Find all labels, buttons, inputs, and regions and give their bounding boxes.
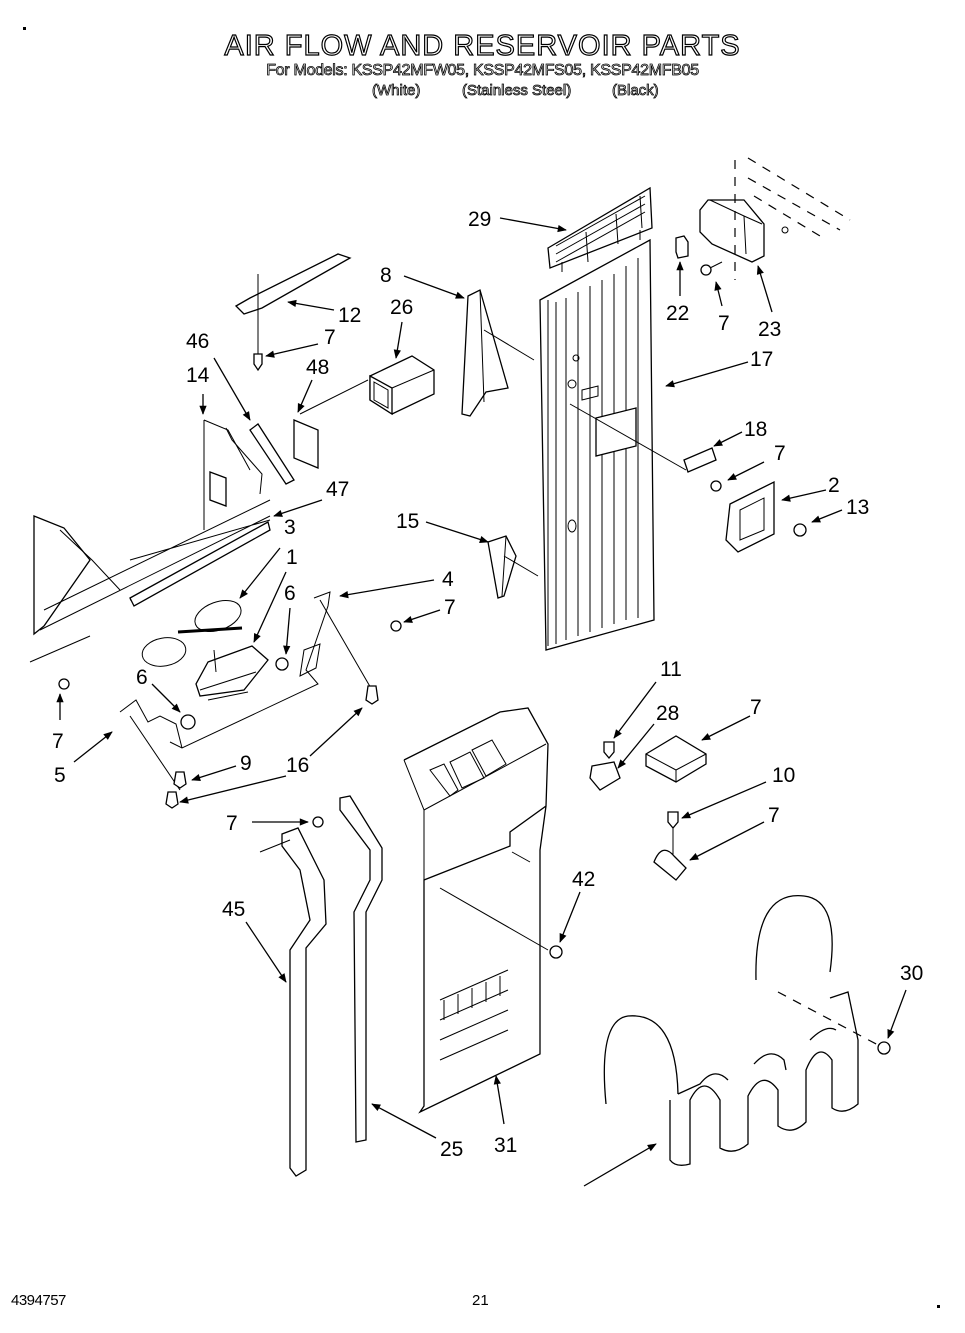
screw-7-clamp-11[interactable] bbox=[603, 741, 615, 760]
callout-42: 45 bbox=[222, 898, 245, 921]
part-baffle-8[interactable] bbox=[461, 289, 535, 417]
callout-25: 31 bbox=[494, 1134, 517, 1157]
callout-10: 7 bbox=[768, 804, 780, 827]
part-clamp-10[interactable] bbox=[653, 849, 687, 881]
callout-17: 17 bbox=[750, 348, 773, 371]
callout-18: 18 bbox=[744, 418, 767, 441]
part-panel-17[interactable] bbox=[539, 238, 655, 651]
part-rail-47[interactable] bbox=[29, 499, 271, 663]
part-bracket-5[interactable] bbox=[119, 699, 183, 791]
callout-16: 16 bbox=[286, 754, 309, 777]
registration-mark bbox=[937, 1305, 940, 1308]
page-number: 21 bbox=[472, 1292, 489, 1309]
part-fan-motor-1[interactable] bbox=[195, 645, 269, 701]
callout-2: 2 bbox=[828, 474, 840, 497]
grommet-6-upper[interactable] bbox=[275, 657, 289, 671]
callout-9: 9 bbox=[240, 752, 252, 775]
models-line: For Models: KSSP42MFW05, KSSP42MFS05, KS… bbox=[266, 62, 700, 80]
callout-8: 8 bbox=[380, 264, 392, 287]
callout-31: 30 bbox=[900, 962, 923, 985]
part-cover-25[interactable] bbox=[403, 707, 549, 1114]
screw-7-clamp-10[interactable] bbox=[667, 811, 679, 860]
callout-22: 22 bbox=[666, 302, 689, 325]
callout-7: 7 bbox=[718, 312, 730, 335]
screw-9[interactable] bbox=[173, 771, 187, 789]
part-bezel-2[interactable] bbox=[725, 480, 775, 553]
callout-26: 26 bbox=[390, 296, 413, 319]
part-fan-blade-3[interactable] bbox=[140, 595, 245, 670]
callout-45: 25 bbox=[440, 1138, 463, 1161]
callout-7: 7 bbox=[226, 812, 238, 835]
callout-14: 14 bbox=[186, 364, 210, 387]
screw-7-bracket-42[interactable] bbox=[312, 816, 324, 828]
callout-7: 7 bbox=[52, 730, 64, 753]
callout-27: 42 bbox=[572, 868, 595, 891]
callout-11: 28 bbox=[656, 702, 679, 725]
part-baffle-15[interactable] bbox=[487, 535, 539, 599]
callout-13: 13 bbox=[846, 496, 869, 519]
part-block-22[interactable] bbox=[675, 235, 689, 259]
part-clamp-11[interactable] bbox=[589, 761, 621, 791]
part-block-28[interactable] bbox=[645, 735, 707, 783]
page-title: AIR FLOW AND RESERVOIR PARTS bbox=[224, 29, 741, 62]
callout-23: 23 bbox=[758, 318, 781, 341]
part-strip-46[interactable] bbox=[249, 423, 295, 485]
screw-27[interactable] bbox=[549, 945, 563, 959]
part-pad-48[interactable] bbox=[293, 419, 319, 469]
variant-black: (Black) bbox=[612, 82, 659, 100]
callout-15: 15 bbox=[396, 510, 419, 533]
leader-lines bbox=[56, 217, 907, 1187]
callout-7: 10 bbox=[772, 764, 795, 787]
registration-mark bbox=[23, 27, 26, 30]
callout-7: 11 bbox=[660, 658, 682, 681]
part-housing-23[interactable] bbox=[699, 157, 851, 280]
callout-7: 7 bbox=[324, 326, 336, 349]
callout-12: 12 bbox=[338, 304, 361, 327]
screw-7-top-right[interactable] bbox=[700, 261, 723, 276]
part-strip-45[interactable] bbox=[339, 795, 383, 1143]
part-shroud-14[interactable] bbox=[203, 419, 263, 530]
callout-7: 7 bbox=[444, 596, 456, 619]
callout-1: 1 bbox=[286, 546, 298, 569]
screw-31[interactable] bbox=[877, 1041, 891, 1055]
callout-labels: 29 22 7 23 8 12 26 46 7 48 14 17 18 7 2 … bbox=[52, 208, 923, 1161]
part-clip-18[interactable] bbox=[569, 403, 717, 473]
screw-7-far-left[interactable] bbox=[58, 678, 70, 690]
document-number: 4394757 bbox=[11, 1292, 66, 1309]
callout-47: 47 bbox=[326, 478, 349, 501]
screw-13[interactable] bbox=[793, 523, 807, 537]
callout-6: 6 bbox=[136, 666, 148, 689]
callout-29: 29 bbox=[468, 208, 491, 231]
screw-7-right-of-fan[interactable] bbox=[390, 620, 402, 632]
callout-4: 4 bbox=[442, 568, 454, 591]
callout-46: 46 bbox=[186, 330, 209, 353]
part-duct-26[interactable] bbox=[299, 355, 435, 416]
callout-48: 48 bbox=[306, 356, 329, 379]
part-bracket-4[interactable] bbox=[169, 591, 373, 749]
callout-6: 6 bbox=[284, 582, 296, 605]
variant-white: (White) bbox=[372, 82, 421, 100]
callout-5: 5 bbox=[54, 764, 66, 787]
screw-16-right[interactable] bbox=[365, 685, 379, 705]
screw-7-clip[interactable] bbox=[710, 480, 722, 492]
callout-28: 7 bbox=[750, 696, 762, 719]
part-grille-29[interactable] bbox=[547, 186, 653, 272]
part-bracket-42[interactable] bbox=[259, 827, 327, 1177]
grommet-6-lower[interactable] bbox=[180, 714, 196, 730]
screw-16-left[interactable] bbox=[165, 791, 179, 809]
part-reservoir-30[interactable] bbox=[603, 895, 881, 1166]
callout-7: 7 bbox=[774, 442, 786, 465]
variant-stainless: (Stainless Steel) bbox=[462, 82, 572, 100]
callout-3: 3 bbox=[284, 516, 296, 539]
screw-7-upper-left[interactable] bbox=[253, 353, 263, 372]
part-bracket-12[interactable] bbox=[234, 253, 352, 356]
